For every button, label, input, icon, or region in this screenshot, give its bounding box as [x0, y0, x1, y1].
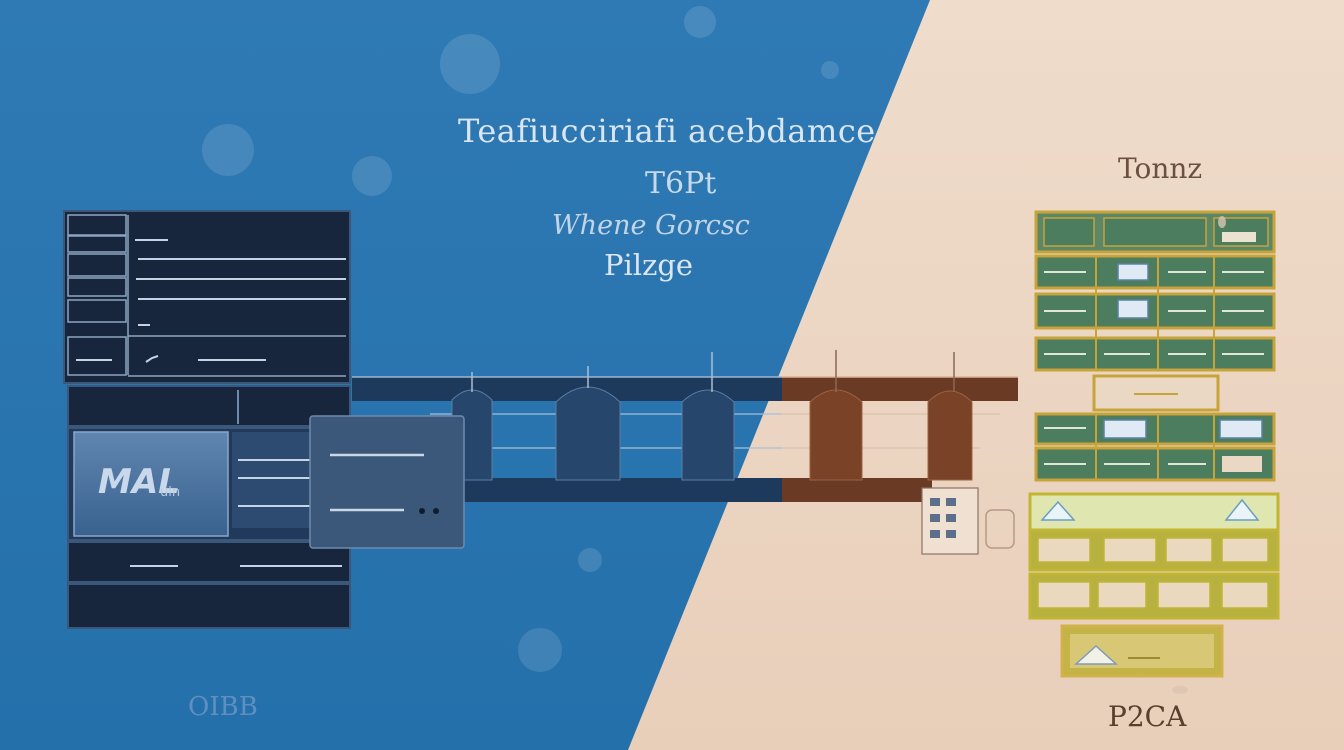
bridge-left	[352, 352, 782, 502]
screen-text-small: uln	[160, 485, 181, 500]
right-label: Tonnz	[1118, 152, 1203, 185]
right-shelf	[1028, 210, 1280, 678]
bottom-left-label: OIBB	[188, 692, 258, 722]
subline-text-3: Pilzge	[604, 248, 694, 282]
subline-text-2: Whene Gorcsc	[552, 210, 750, 241]
bottom-right-label: P2CA	[1108, 700, 1187, 733]
headline-text: Teafiucciriafi acebdamce	[458, 112, 876, 150]
bridge-right	[782, 350, 1018, 502]
preview-screen	[73, 431, 229, 537]
small-device	[921, 487, 1015, 555]
left-panel	[63, 210, 351, 629]
floating-card	[309, 415, 465, 549]
screen-text: MAL	[98, 462, 180, 502]
subline-text-1: T6Pt	[645, 166, 717, 201]
